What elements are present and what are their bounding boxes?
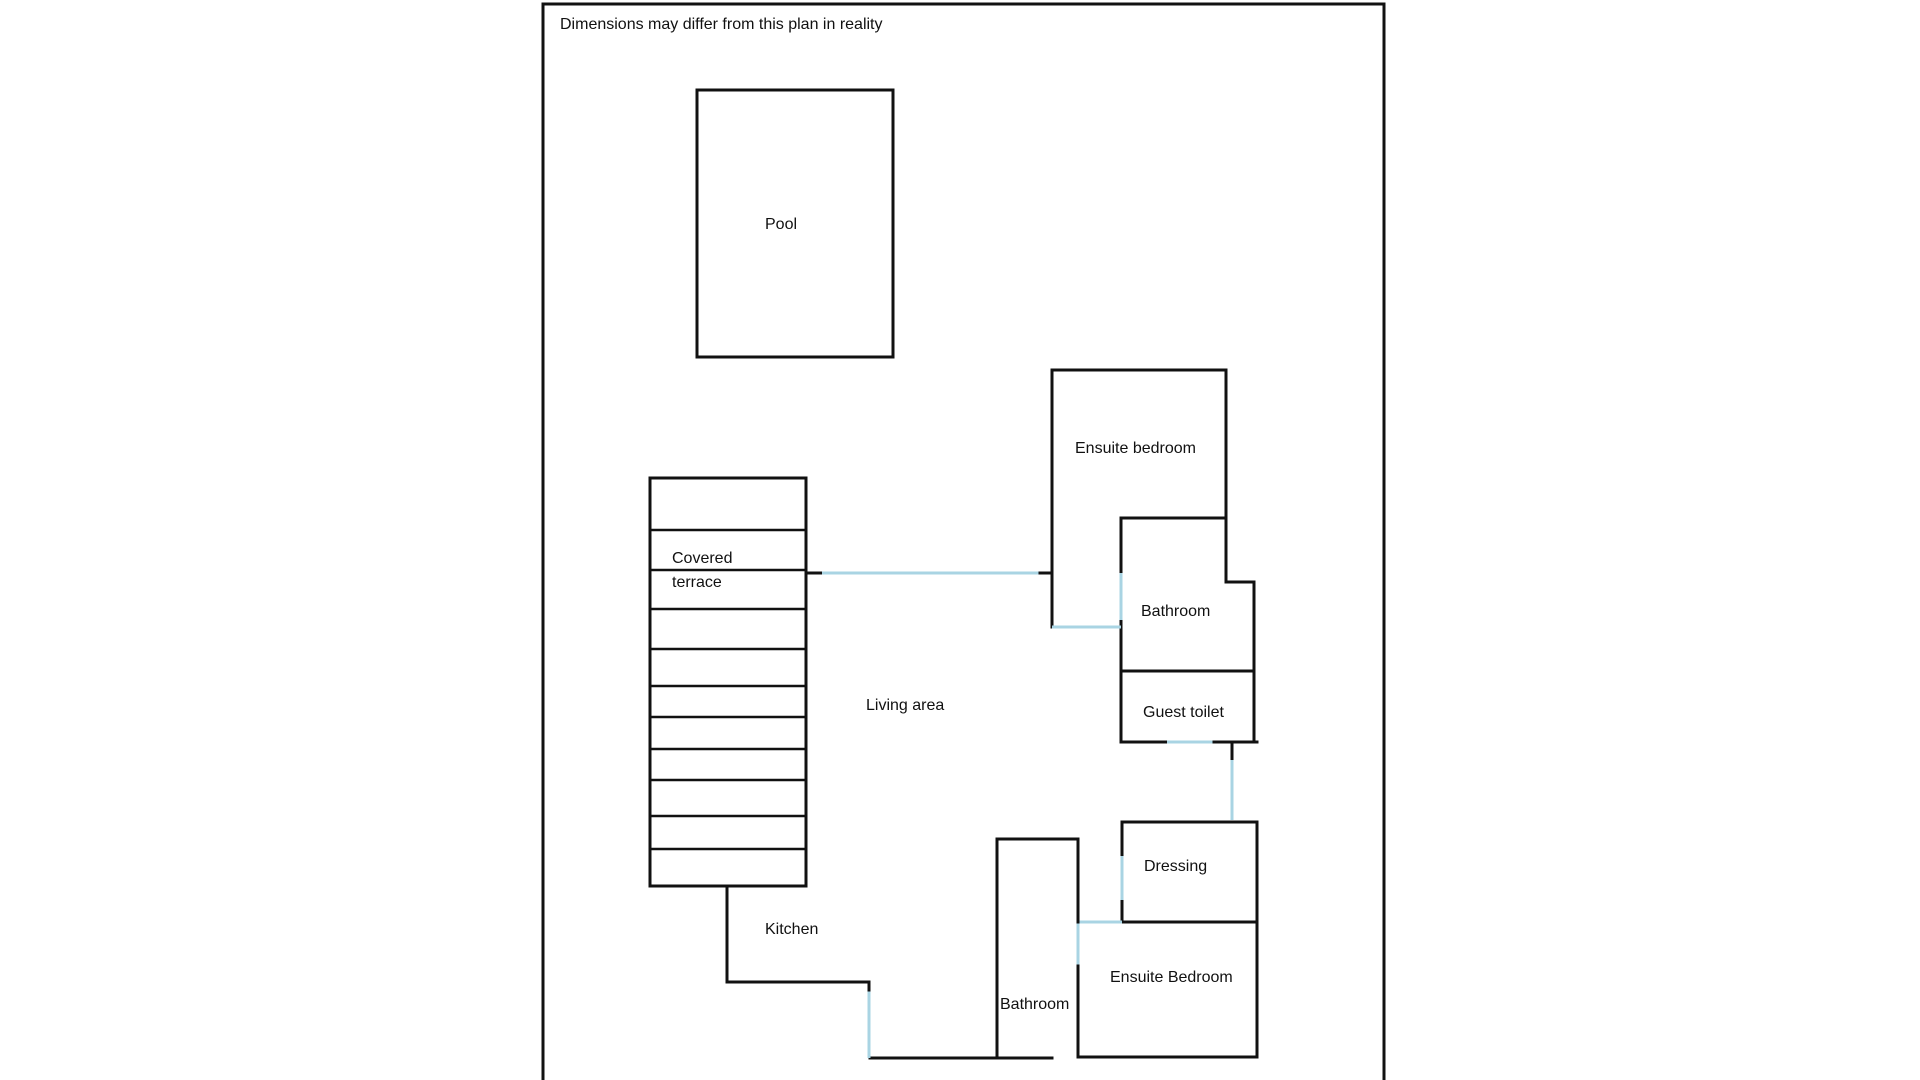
room-label-guest-toilet: Guest toilet — [1143, 704, 1224, 721]
kitchen-walls — [725, 886, 871, 984]
pool-outline — [695, 88, 895, 359]
room-label-ensuite-bedroom-top: Ensuite bedroom — [1075, 440, 1196, 457]
ensuite-bedroom-top-walls — [1050, 368, 1256, 742]
room-label-pool: Pool — [765, 216, 797, 233]
bathroom-lower-walls — [995, 837, 1080, 1059]
room-label-kitchen: Kitchen — [765, 921, 818, 938]
room-label-covered-terrace-1: Covered — [672, 550, 732, 567]
plan-note: Dimensions may differ from this plan in … — [560, 16, 883, 33]
room-label-bathroom-lower: Bathroom — [1000, 996, 1069, 1013]
room-label-ensuite-bedroom-bottom: Ensuite Bedroom — [1110, 969, 1233, 986]
room-label-covered-terrace-2: terrace — [672, 574, 722, 591]
plan-frame — [541, 2, 1386, 1080]
room-label-dressing: Dressing — [1144, 858, 1207, 875]
dressing-walls — [1076, 820, 1259, 1059]
covered-terrace-outline — [648, 476, 808, 888]
room-label-living-area: Living area — [866, 697, 944, 714]
room-label-bathroom-upper: Bathroom — [1141, 603, 1210, 620]
